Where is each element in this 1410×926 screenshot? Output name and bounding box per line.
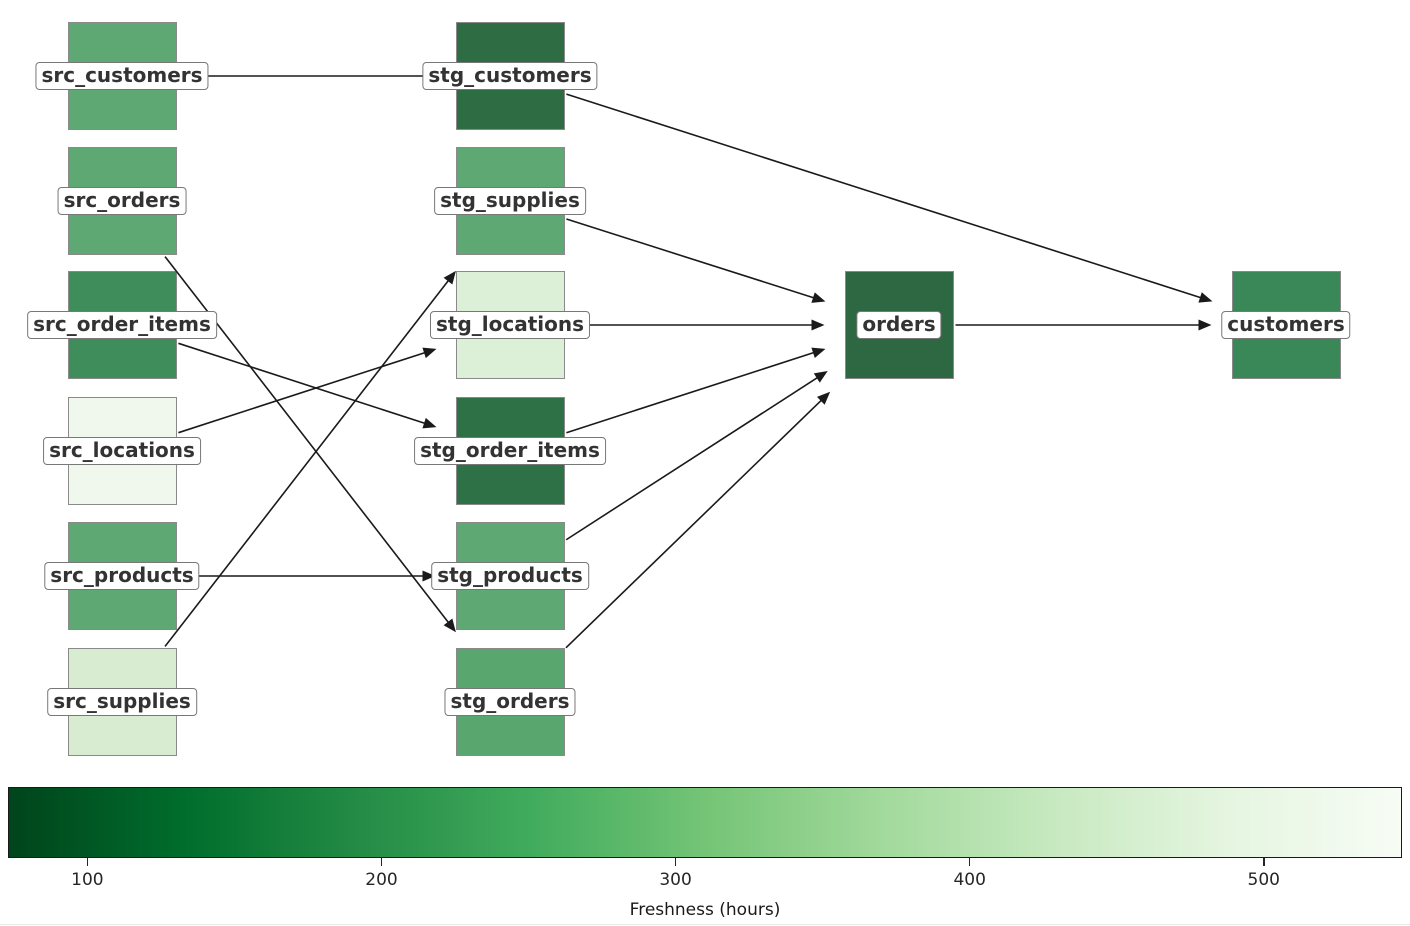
node-label-src_orders: src_orders	[57, 187, 187, 215]
edge-src_supplies-stg_supplies	[164, 270, 456, 647]
colorbar-axis-label: Freshness (hours)	[629, 900, 781, 920]
node-label-src_supplies: src_supplies	[47, 688, 197, 716]
node-label-customers: customers	[1221, 311, 1351, 339]
colorbar-tick-label-100: 100	[71, 870, 104, 890]
edge-stg_products-orders	[565, 371, 828, 541]
edge-stg_locations-orders	[566, 319, 825, 331]
edge-stg_orders-orders	[565, 391, 831, 649]
edge-src_order_items-stg_order_items	[178, 342, 437, 429]
freshness-colorbar	[8, 787, 1402, 858]
colorbar-tick-label-500: 500	[1247, 870, 1280, 890]
edge-orders-customers	[955, 319, 1212, 331]
colorbar-tick-100	[86, 858, 89, 866]
node-label-src_products: src_products	[44, 562, 200, 590]
colorbar-tick-400	[968, 858, 971, 866]
colorbar-tick-300	[674, 858, 677, 866]
node-label-orders: orders	[856, 311, 942, 339]
edge-src_locations-stg_locations	[178, 347, 437, 434]
node-label-src_locations: src_locations	[43, 437, 201, 465]
node-label-src_order_items: src_order_items	[27, 311, 217, 339]
node-label-src_customers: src_customers	[35, 62, 209, 90]
edge-stg_supplies-orders	[566, 218, 826, 303]
edge-stg_customers-customers	[566, 93, 1213, 303]
colorbar-tick-200	[380, 858, 383, 866]
colorbar-tick-500	[1262, 858, 1265, 866]
node-label-stg_locations: stg_locations	[429, 311, 591, 339]
node-label-stg_customers: stg_customers	[422, 62, 598, 90]
edge-stg_order_items-orders	[566, 347, 826, 434]
node-label-stg_supplies: stg_supplies	[434, 187, 586, 215]
colorbar-tick-label-200: 200	[365, 870, 398, 890]
colorbar-tick-label-300: 300	[659, 870, 692, 890]
node-label-stg_products: stg_products	[431, 562, 589, 590]
bottom-hairline	[0, 924, 1410, 925]
node-label-stg_orders: stg_orders	[444, 688, 576, 716]
node-label-stg_order_items: stg_order_items	[414, 437, 606, 465]
colorbar-tick-label-400: 400	[953, 870, 986, 890]
